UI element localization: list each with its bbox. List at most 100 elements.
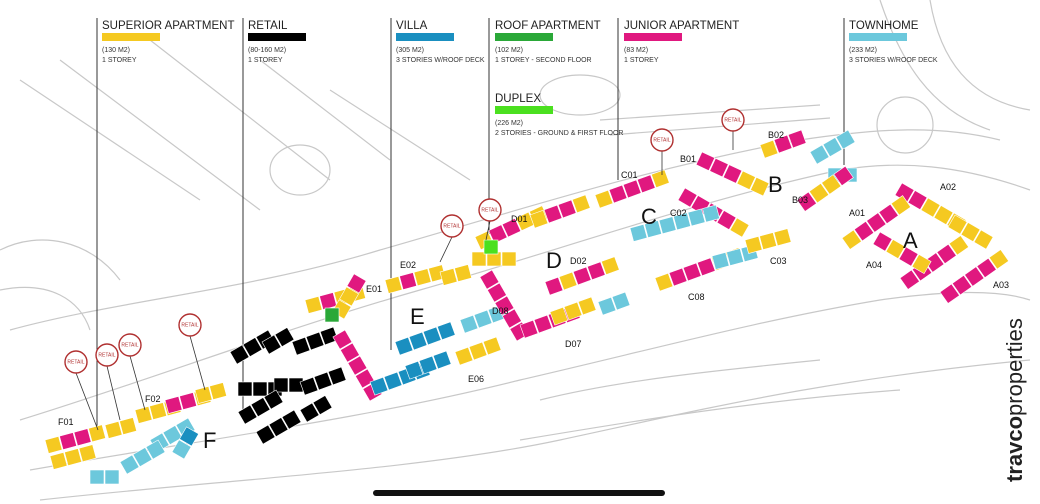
unit-superior-apartment[interactable] [454,264,473,283]
unit-townhome[interactable] [104,469,120,485]
unit-townhome[interactable] [629,224,648,242]
unit-junior-apartment[interactable] [586,261,606,281]
unit-superior-apartment[interactable] [750,176,770,197]
unit-retail[interactable] [327,366,347,386]
unit-junior-apartment[interactable] [622,179,642,199]
unit-townhome[interactable] [658,216,677,235]
retail-marker[interactable]: RETAIL [95,343,121,421]
unit-townhome[interactable] [162,425,183,446]
unit-villa[interactable] [418,355,438,375]
unit-superior-apartment[interactable] [304,296,323,314]
retail-marker[interactable]: RETAIL [650,128,674,175]
unit-townhome[interactable] [119,454,140,475]
unit-junior-apartment[interactable] [533,314,553,334]
unit-townhome[interactable] [822,137,843,158]
unit-junior-apartment[interactable] [696,257,716,277]
unit-superior-apartment[interactable] [821,174,842,195]
unit-superior-apartment[interactable] [973,229,994,250]
unit-retail[interactable] [255,424,276,445]
unit-superior-apartment[interactable] [933,205,954,226]
unit-townhome[interactable] [171,439,192,460]
unit-townhome[interactable] [835,129,856,150]
unit-junior-apartment[interactable] [951,274,973,296]
unit-villa[interactable] [436,321,456,341]
unit-junior-apartment[interactable] [722,164,743,184]
unit-superior-apartment[interactable] [439,268,458,286]
unit-superior-apartment[interactable] [650,169,670,189]
unit-junior-apartment[interactable] [501,218,522,238]
unit-junior-apartment[interactable] [964,266,985,287]
unit-superior-apartment[interactable] [149,402,168,421]
unit-superior-apartment[interactable] [577,296,597,316]
unit-townhome[interactable] [89,469,105,485]
unit-junior-apartment[interactable] [354,368,375,389]
unit-retail[interactable] [299,376,319,396]
retail-marker[interactable]: RETAIL [118,333,146,411]
unit-junior-apartment[interactable] [572,266,592,286]
unit-junior-apartment[interactable] [479,269,500,290]
unit-junior-apartment[interactable] [501,308,522,329]
unit-superior-apartment[interactable] [759,139,779,159]
unit-townhome[interactable] [132,447,153,468]
unit-duplex[interactable] [483,239,499,255]
unit-superior-apartment[interactable] [920,197,941,218]
unit-superior-apartment[interactable] [78,444,97,463]
unit-townhome[interactable] [673,212,691,231]
unit-villa[interactable] [383,371,403,391]
unit-superior-apartment[interactable] [501,251,517,267]
unit-retail[interactable] [273,377,289,393]
unit-superior-apartment[interactable] [744,236,763,254]
unit-retail[interactable] [281,409,302,430]
unit-superior-apartment[interactable] [49,452,68,470]
unit-villa[interactable] [394,336,414,356]
unit-villa[interactable] [432,350,452,370]
unit-junior-apartment[interactable] [543,204,563,224]
unit-junior-apartment[interactable] [709,157,729,178]
unit-townhome[interactable] [644,220,663,239]
unit-junior-apartment[interactable] [346,273,367,294]
unit-junior-apartment[interactable] [339,342,360,363]
unit-townhome[interactable] [597,296,617,316]
unit-superior-apartment[interactable] [773,228,792,247]
unit-superior-apartment[interactable] [384,276,403,294]
unit-superior-apartment[interactable] [563,301,583,321]
retail-marker[interactable]: RETAIL [439,214,464,263]
unit-superior-apartment[interactable] [960,222,981,243]
unit-junior-apartment[interactable] [486,282,507,303]
unit-junior-apartment[interactable] [682,262,702,282]
unit-retail[interactable] [252,381,268,397]
unit-superior-apartment[interactable] [549,306,569,326]
unit-junior-apartment[interactable] [898,246,919,267]
unit-junior-apartment[interactable] [73,428,92,447]
unit-junior-apartment[interactable] [59,432,78,451]
unit-retail[interactable] [305,331,325,351]
retail-marker[interactable]: RETAIL [721,108,745,150]
unit-villa[interactable] [179,426,200,447]
unit-superior-apartment[interactable] [468,341,488,361]
unit-junior-apartment[interactable] [716,210,737,231]
unit-superior-apartment[interactable] [948,235,970,256]
unit-villa[interactable] [369,376,389,396]
unit-junior-apartment[interactable] [936,243,957,265]
unit-junior-apartment[interactable] [557,199,577,219]
unit-superior-apartment[interactable] [911,254,932,275]
unit-superior-apartment[interactable] [571,194,591,214]
unit-superior-apartment[interactable] [339,286,360,307]
unit-retail[interactable] [291,336,311,356]
unit-superior-apartment[interactable] [413,268,432,287]
unit-junior-apartment[interactable] [878,203,899,225]
retail-marker[interactable]: RETAIL [478,198,502,241]
unit-junior-apartment[interactable] [608,184,628,204]
unit-junior-apartment[interactable] [164,396,183,414]
unit-superior-apartment[interactable] [988,249,1010,270]
unit-junior-apartment[interactable] [773,134,793,154]
unit-junior-apartment[interactable] [866,212,887,233]
unit-townhome[interactable] [726,248,745,267]
unit-retail[interactable] [312,395,333,416]
unit-junior-apartment[interactable] [853,220,875,242]
unit-junior-apartment[interactable] [544,276,564,296]
unit-superior-apartment[interactable] [88,424,106,443]
unit-junior-apartment[interactable] [668,267,688,287]
unit-junior-apartment[interactable] [332,329,353,350]
unit-townhome[interactable] [687,208,706,227]
